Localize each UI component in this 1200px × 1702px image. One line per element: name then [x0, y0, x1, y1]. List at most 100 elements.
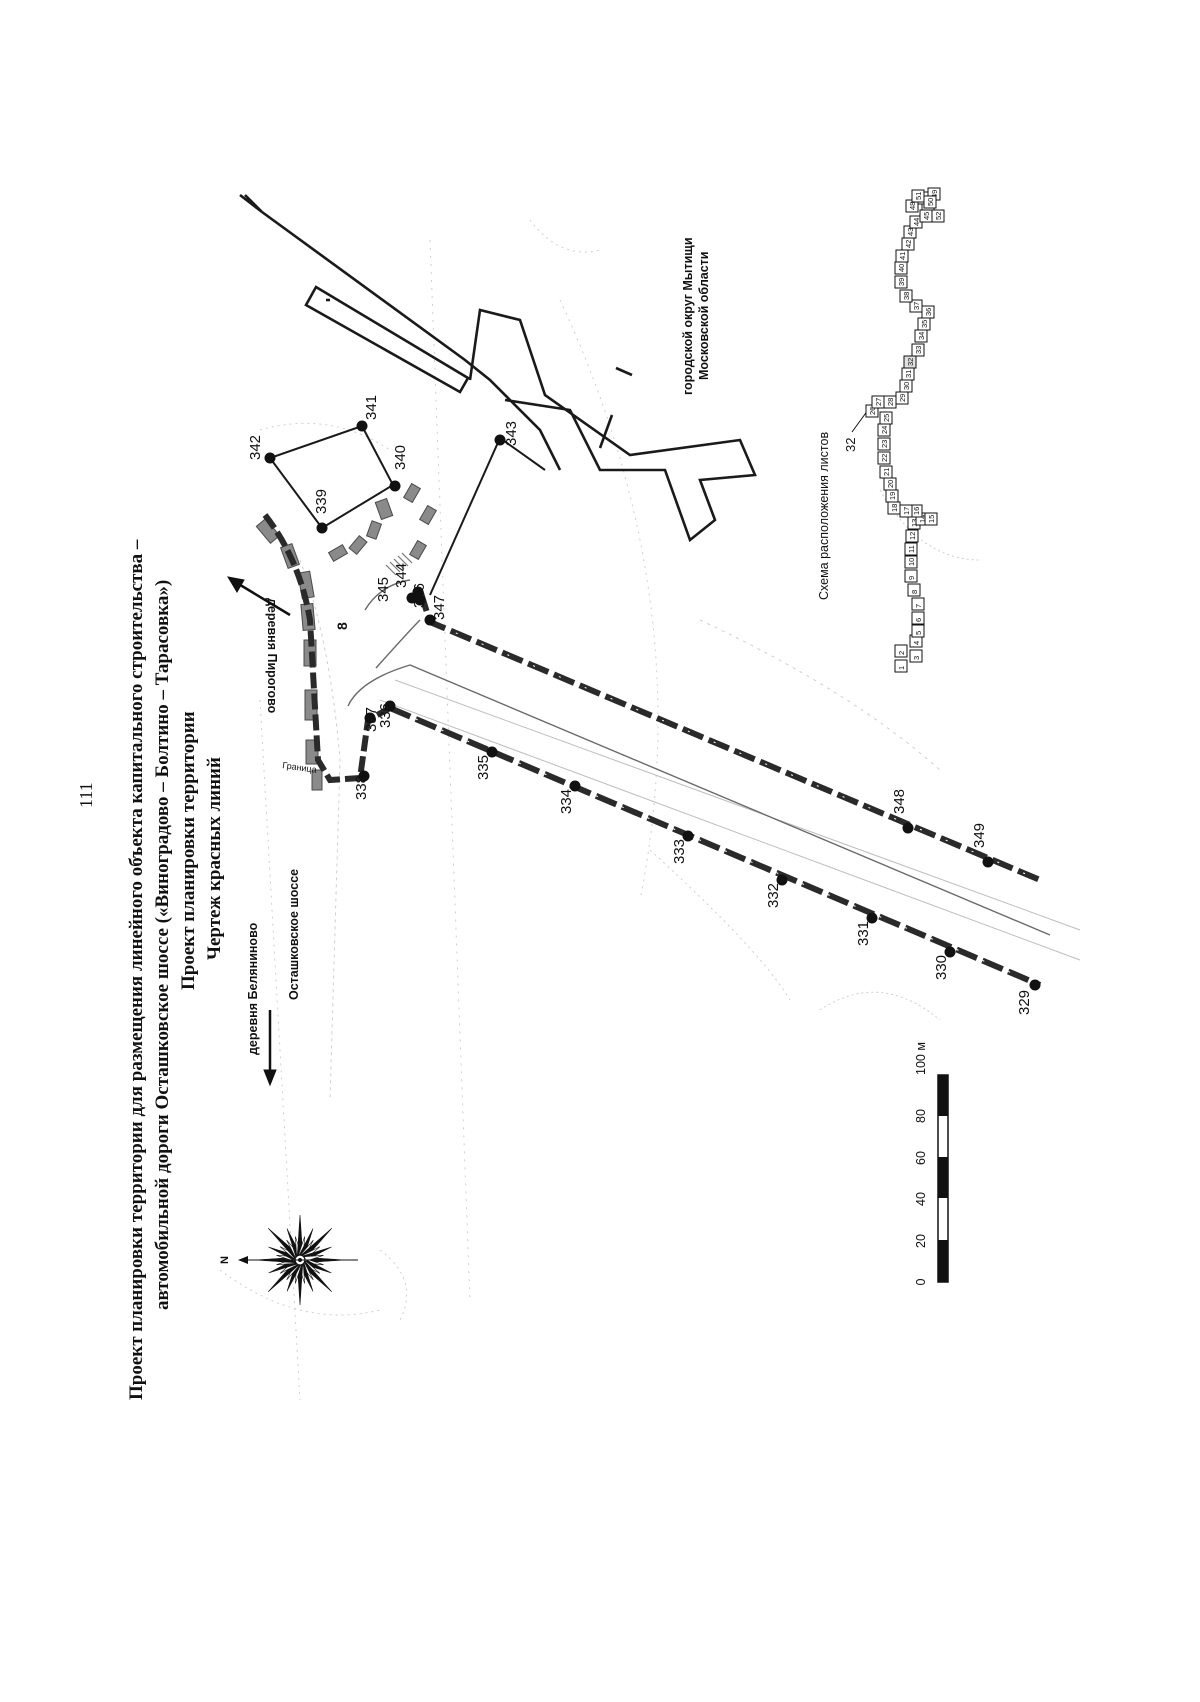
inset-sheet-number: 34	[917, 332, 926, 340]
inset-sheet-number: 51	[914, 192, 923, 200]
point-label: 340	[392, 445, 409, 470]
inset-sheet-number: 2	[897, 651, 906, 655]
inset-sheet-number: 4	[912, 641, 921, 645]
point-label: 334	[558, 789, 575, 814]
inset-sheet-box	[931, 209, 945, 223]
pedestrian-icon: 8	[334, 622, 350, 630]
inset-sheet-number: 52	[934, 212, 943, 220]
inset-sheet-number: 10	[907, 558, 916, 566]
point-label: 339	[313, 489, 330, 514]
inset-sheet-number: 6	[914, 618, 923, 622]
inset-sheet-number: 50	[926, 198, 935, 206]
title-line-3: Проект планировки территории	[178, 711, 199, 990]
inset-sheet-number: 13	[910, 519, 919, 527]
inset-sheet-number: 15	[927, 515, 936, 523]
point-marker	[776, 874, 788, 886]
point-marker	[264, 452, 276, 464]
inset-sheet-number: 41	[898, 252, 907, 260]
point-label: 330	[933, 955, 950, 980]
scale-tick-label: 80	[914, 1109, 928, 1123]
inset-sheet-number: 9	[907, 576, 916, 580]
point-marker	[358, 770, 370, 782]
inset-sheet-number: 12	[908, 532, 917, 540]
point-marker	[384, 700, 396, 712]
inset-sheet-number: 1	[897, 666, 906, 670]
inset-sheet-number: 44	[912, 218, 921, 226]
inset-sheet-box	[904, 542, 918, 556]
point-marker	[356, 420, 368, 432]
label-village-pirogovo: деревня Пирогово	[265, 598, 279, 714]
inset-sheet-number: 29	[898, 394, 907, 402]
point-label: 342	[247, 435, 264, 460]
compass-rose: N	[219, 1214, 358, 1306]
point-label: 338	[353, 775, 370, 800]
point-marker	[424, 614, 436, 626]
inset-sheet-number: 49	[930, 190, 939, 198]
point-marker	[569, 780, 581, 792]
inset-sheet-number: 38	[902, 292, 911, 300]
inset-sheet-box	[894, 659, 908, 673]
point-label: 343	[503, 421, 520, 446]
page-number: 111	[76, 782, 96, 808]
inset-title: Схема расположения листов	[817, 432, 831, 600]
inset-sheet-number: 39	[897, 278, 906, 286]
title-block: Проект планировки территории для размеще…	[126, 539, 225, 1400]
point-marker	[494, 434, 506, 446]
inset-sheet-number: 28	[886, 398, 895, 406]
direction-arrows	[226, 576, 291, 1087]
inset-sheet-box	[911, 343, 925, 357]
point-marker	[414, 594, 426, 606]
point-marker	[902, 822, 914, 834]
inset-sheet-number: 37	[912, 302, 921, 310]
point-label: 346	[411, 583, 428, 608]
inset-sheet-number: 21	[882, 468, 891, 476]
inset-sheet-box	[894, 275, 908, 289]
inset-sheet-box	[904, 569, 918, 583]
inset-sheet-number: 33	[914, 346, 923, 354]
inset-sheet-number: 8	[910, 590, 919, 594]
point-label: 341	[363, 395, 380, 420]
point-marker	[982, 856, 994, 868]
label-okrug: городской округ Мытищи	[681, 237, 695, 395]
inset-sheet-number: 19	[888, 492, 897, 500]
inset-sheet-box	[911, 189, 925, 203]
inset-sheet-number: 42	[904, 240, 913, 248]
inset-sheet-box	[877, 437, 891, 451]
point-label: 336	[377, 703, 394, 728]
crosswalk	[385, 552, 413, 576]
point-label: 344	[393, 563, 410, 588]
inset-sheet-number: 11	[907, 545, 916, 553]
inset-sheet-box	[894, 644, 908, 658]
inset-sheet-box	[907, 583, 921, 597]
inset-sheet-number: 16	[912, 507, 921, 515]
scale-tick-label: 0	[914, 1278, 928, 1285]
point-marker	[944, 946, 956, 958]
title-line-1: Проект планировки территории для размеще…	[126, 539, 147, 1400]
scale-tick-label: 40	[914, 1192, 928, 1206]
inset-sheet-box	[909, 649, 923, 663]
inset-sheet-box	[904, 555, 918, 569]
inset-sheet-box	[899, 289, 913, 303]
basemap	[219, 219, 1081, 1401]
inset-sheet-number: 31	[904, 370, 913, 378]
inset-sheet-number: 23	[880, 440, 889, 448]
scale-tick-label: 100 м	[914, 1042, 928, 1075]
point-label: 337	[363, 707, 380, 732]
point-label: 331	[855, 921, 872, 946]
point-label: 333	[671, 839, 688, 864]
road-outlines	[239, 193, 757, 543]
inset-sheet-number: 5	[914, 631, 923, 635]
scale-tick-label: 20	[914, 1234, 928, 1248]
inset-sheet-box	[879, 465, 893, 479]
inset-sheet-number: 18	[890, 504, 899, 512]
inset-sheet-number: 17	[902, 507, 911, 515]
point-label: 332	[765, 883, 782, 908]
inset-sheet-number: 35	[920, 320, 929, 328]
north-label: N	[219, 1256, 231, 1264]
sheet-layout-inset: Схема расположения листов 32 12345678910…	[817, 187, 945, 673]
inset-sheet-number: 7	[914, 604, 923, 608]
